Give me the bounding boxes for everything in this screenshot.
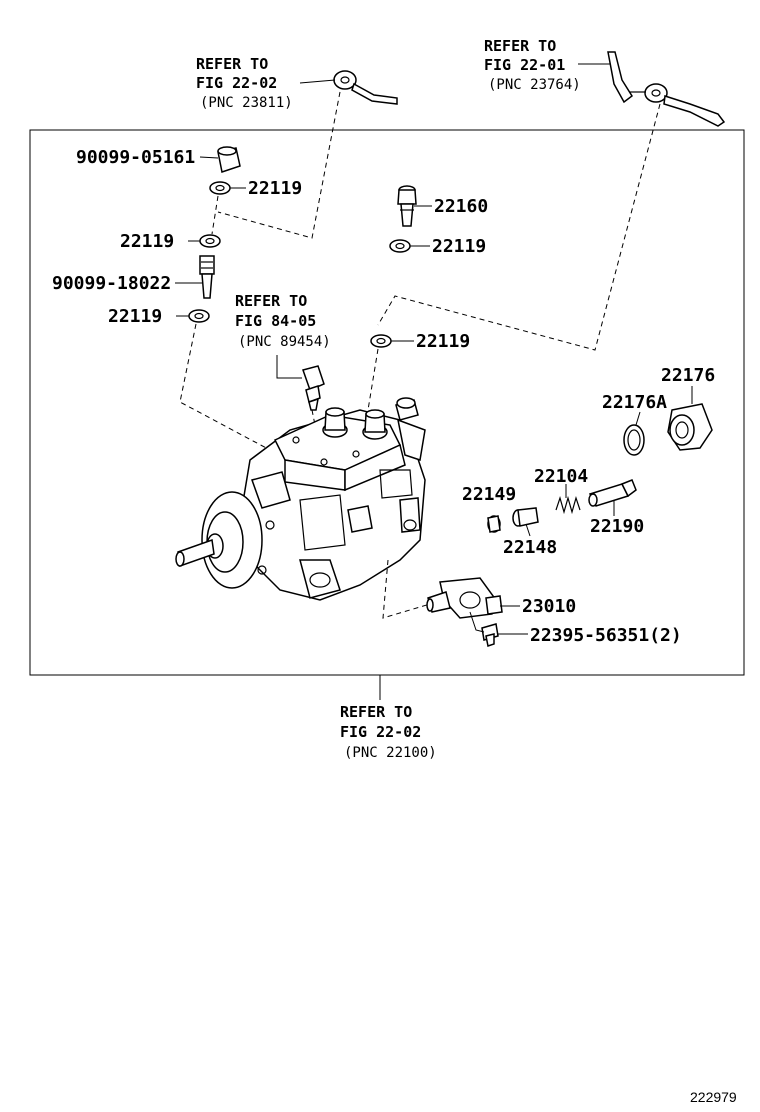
ref-mid-line1: REFER TO <box>235 292 307 310</box>
spring-22104-icon <box>555 495 581 515</box>
label-22176A: 22176A <box>602 392 667 413</box>
ref-tr-line1: REFER TO <box>484 37 556 55</box>
gasket-22119-b-icon <box>199 234 221 248</box>
plug-22149-icon <box>487 515 501 533</box>
label-22119-e: 22119 <box>416 331 470 352</box>
ref-bottom-line1: REFER TO <box>340 703 412 721</box>
dash-left-2 <box>179 323 271 451</box>
ref-tr-dashline <box>377 103 661 351</box>
lead-22176A <box>635 411 641 426</box>
dash-23010 <box>382 559 431 619</box>
ref-tl-line1: REFER TO <box>196 55 268 73</box>
lead-90099-05161 <box>199 156 219 159</box>
sensor-89454-icon <box>302 365 325 411</box>
ref-tl-dashline <box>217 91 341 239</box>
valve-22160-icon <box>397 185 417 227</box>
ref-tl-line3: (PNC 23811) <box>200 95 293 111</box>
label-22395-56351: 22395-56351(2) <box>530 625 682 646</box>
screw-22395-icon <box>481 623 499 647</box>
lead-22148 <box>525 523 531 537</box>
ref-mid-line3: (PNC 89454) <box>238 334 331 350</box>
gasket-22119-a-icon <box>209 181 231 195</box>
o-ring-22176A-icon <box>623 424 645 456</box>
label-90099-05161: 90099-05161 <box>76 147 195 168</box>
ref-tr-line2: FIG 22-01 <box>484 56 565 74</box>
solenoid-23010-icon <box>426 577 503 619</box>
fuel-pipe-23811-icon <box>333 70 398 105</box>
ref-tl-leader <box>299 79 336 84</box>
diagram-frame <box>29 129 745 676</box>
nut-22176-icon <box>667 403 713 451</box>
lead-22395-a <box>469 611 485 633</box>
ref-tl-line2: FIG 22-02 <box>196 74 277 92</box>
gasket-22119-d-icon <box>389 239 411 253</box>
label-90099-18022: 90099-18022 <box>52 273 171 294</box>
pin-22148-icon <box>512 507 539 527</box>
label-22160: 22160 <box>434 196 488 217</box>
dash-center-1 <box>367 348 379 411</box>
piston-22190-icon <box>588 479 637 507</box>
gasket-22119-e-icon <box>370 334 392 348</box>
lead-ref-mid <box>276 355 302 379</box>
fuel-pipe-23764-icon <box>607 51 726 127</box>
label-22148: 22148 <box>503 537 557 558</box>
label-22190: 22190 <box>590 516 644 537</box>
label-22104: 22104 <box>534 466 588 487</box>
label-22119-c: 22119 <box>108 306 162 327</box>
label-22149: 22149 <box>462 484 516 505</box>
cap-90099-05161-icon <box>217 146 241 173</box>
ref-mid-line2: FIG 84-05 <box>235 312 316 330</box>
injection-pump-icon <box>175 397 426 601</box>
label-23010: 23010 <box>522 596 576 617</box>
ref-tr-line3: (PNC 23764) <box>488 77 581 93</box>
ref-bottom-line2: FIG 22-02 <box>340 723 421 741</box>
bolt-90099-18022-icon <box>199 255 215 299</box>
label-22176: 22176 <box>661 365 715 386</box>
dash-left-1 <box>211 195 219 235</box>
label-22119-d: 22119 <box>432 236 486 257</box>
ref-bottom-line3: (PNC 22100) <box>344 745 437 761</box>
gasket-22119-c-icon <box>188 309 210 323</box>
figure-number: 222979 <box>690 1089 737 1105</box>
label-22119-b: 22119 <box>120 231 174 252</box>
label-22119-a: 22119 <box>248 178 302 199</box>
